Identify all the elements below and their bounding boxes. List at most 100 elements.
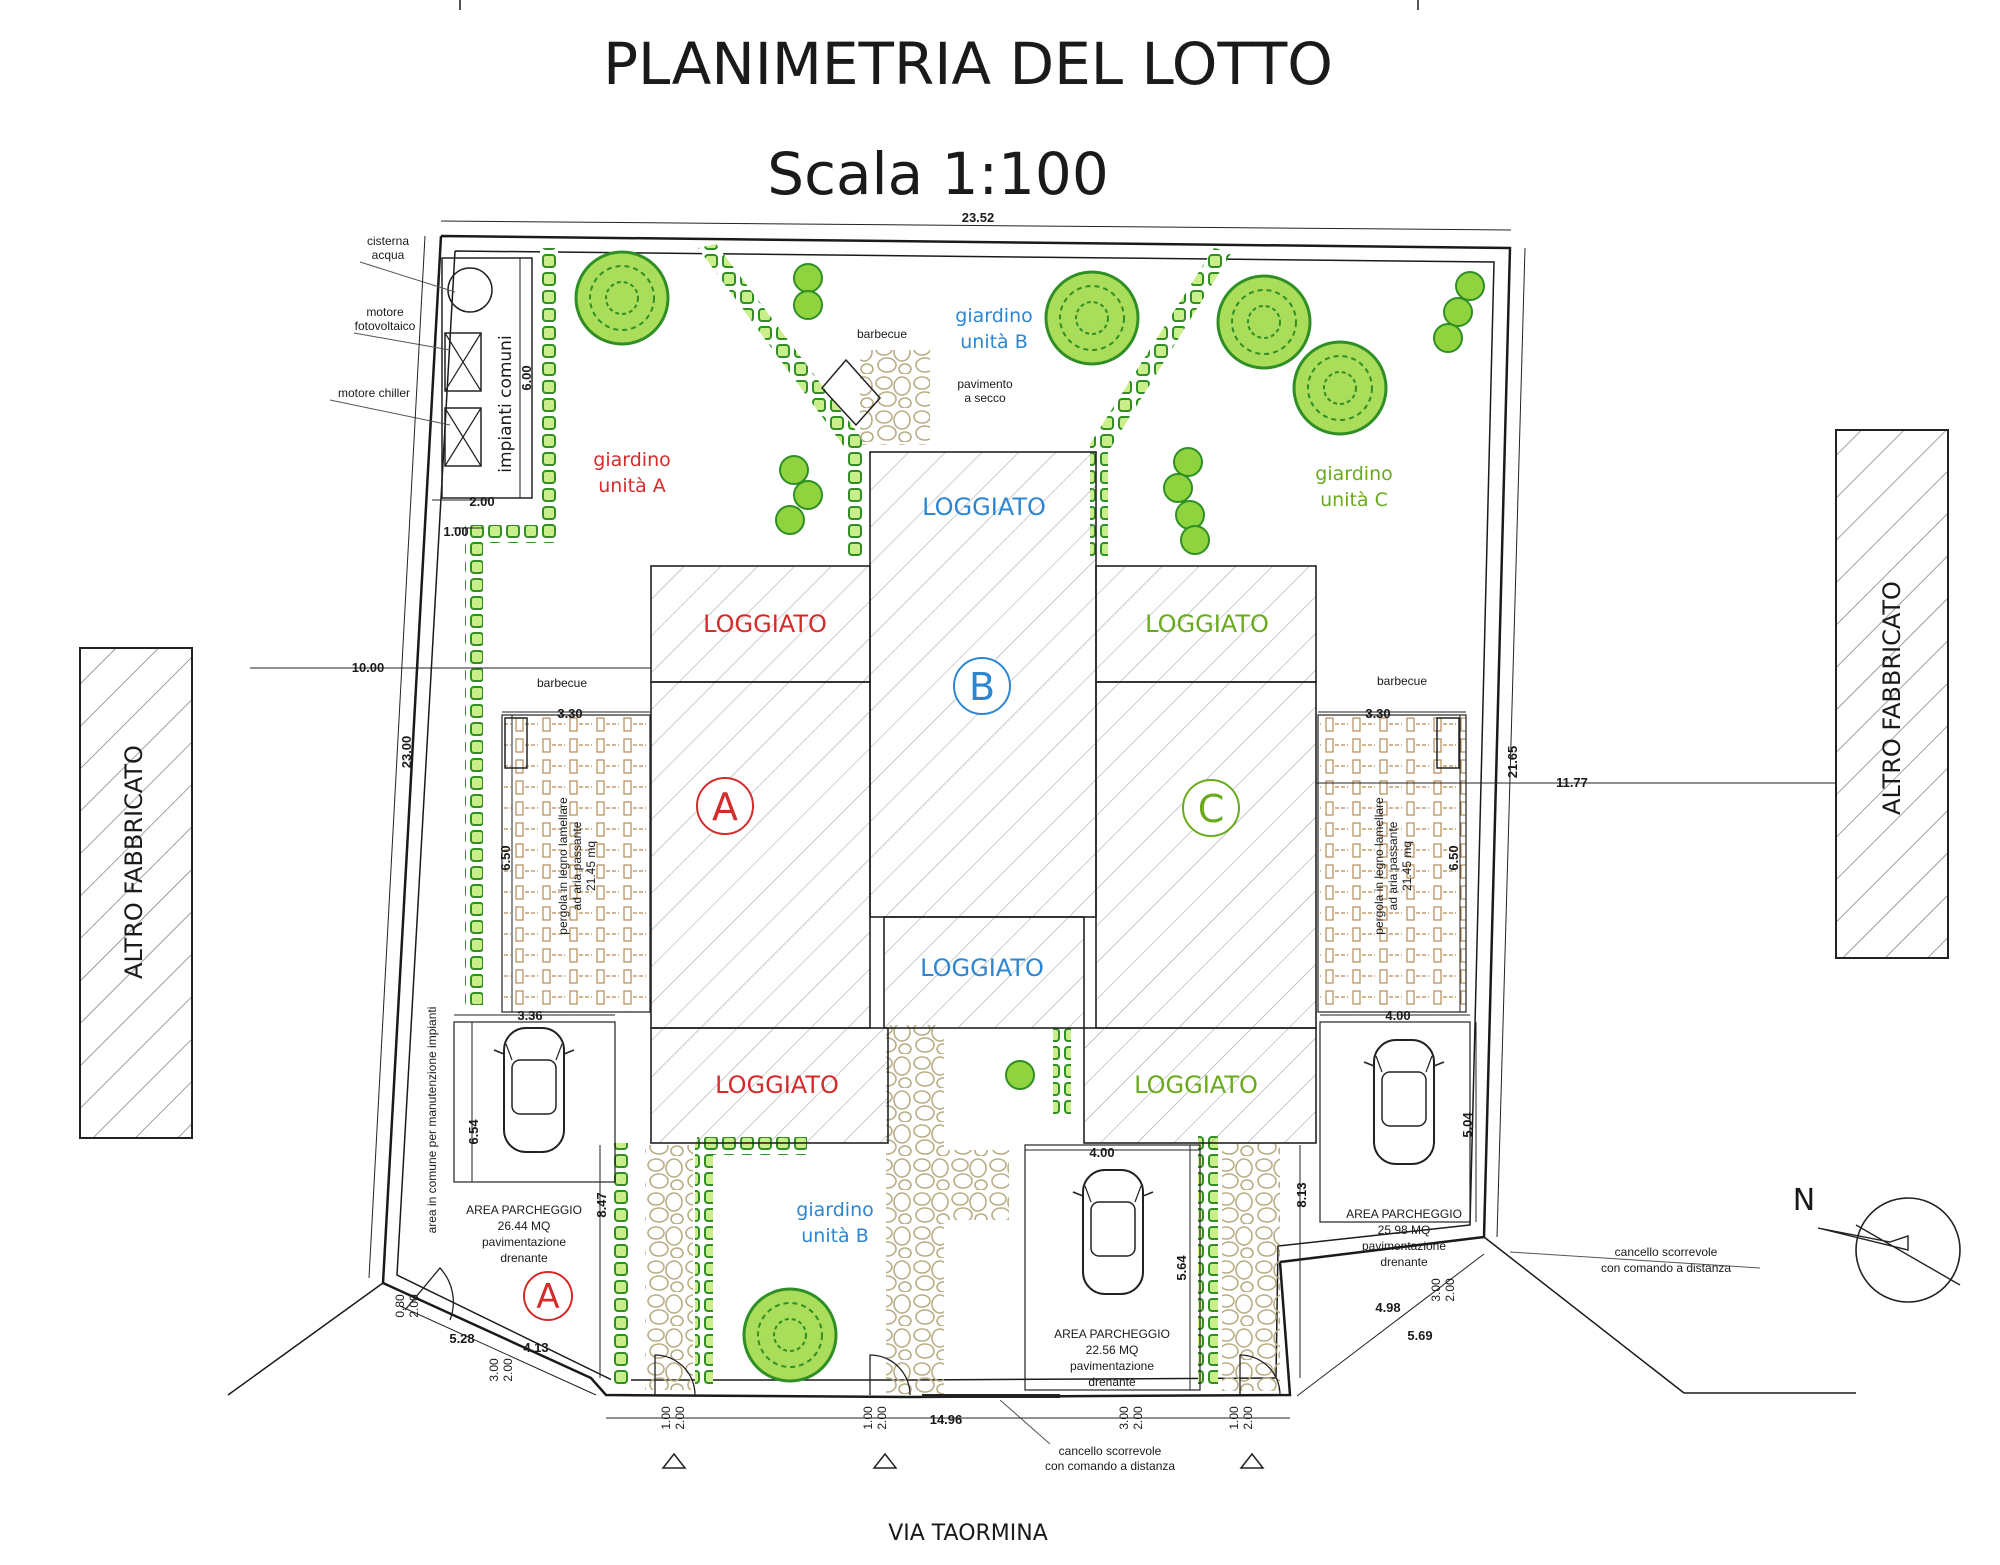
parking-a-unit: A (536, 1277, 559, 1317)
pergola-c-label-1: pergola in legno lamellare (1372, 797, 1386, 935)
shrub-icon (1180, 525, 1210, 555)
dim-gate-b-big: 2.00 (1131, 1406, 1145, 1430)
shrub-icon (775, 505, 805, 535)
garden-b-bottom-label-2: unità B (801, 1225, 869, 1247)
north-label: N (1793, 1183, 1815, 1218)
gate-right-label-1: cancello scorrevole (1615, 1245, 1718, 1259)
dim-gate-a2-small: 3.00 (487, 1358, 501, 1382)
barbecue-a-icon (504, 717, 528, 769)
neighbor-building-right (1835, 429, 1949, 959)
garden-c-label-2: unità C (1320, 489, 1388, 511)
street-name: VIA TAORMINA (888, 1521, 1048, 1546)
dim-door2-big: 2.00 (875, 1406, 889, 1430)
entrance-marker-icon (1239, 1452, 1265, 1469)
shrub-icon (793, 290, 823, 320)
shrub-icon (1163, 473, 1193, 503)
garden-a-label-1: giardino (593, 449, 670, 471)
parking-c (1319, 1021, 1471, 1223)
chiller-label: motore chiller (338, 386, 410, 400)
plan-scale: Scala 1:100 (767, 140, 1109, 208)
door-arc-1 (654, 1354, 696, 1396)
car-icon (493, 1027, 575, 1153)
tree-icon (1292, 340, 1388, 436)
dim-park-c-h: 5.04 (1460, 1112, 1475, 1138)
parking-c-label-2: 25.98 MQ (1378, 1223, 1431, 1237)
dim-park-c-w: 4.00 (1385, 1008, 1410, 1023)
shrub-icon (1443, 297, 1473, 327)
dim-dist-right: 11.77 (1556, 775, 1588, 790)
parking-c-label-1: AREA PARCHEGGIO (1346, 1207, 1462, 1221)
parking-b-label-2: 22.56 MQ (1086, 1343, 1139, 1357)
pergola-a-label-2: ad aria passante (570, 821, 584, 910)
garden-b-bottom-label-1: giardino (796, 1199, 873, 1221)
gate-right-label-2: con comando a distanza (1601, 1261, 1731, 1275)
dim-services-height: 6.00 (519, 365, 534, 390)
unit-c-marker: C (1182, 779, 1240, 837)
garden-a-label-2: unità A (598, 475, 666, 497)
parking-a (453, 1021, 616, 1183)
dim-park-a-diag: 4.13 (523, 1340, 548, 1355)
shrub-icon (1175, 500, 1205, 530)
shrub-icon (1005, 1060, 1035, 1090)
car-icon (1363, 1039, 1445, 1165)
parking-c-label-3: pavimentazione (1362, 1239, 1446, 1253)
cistern-label-2: acqua (372, 248, 405, 262)
dim-door1-small: 1.00 (659, 1406, 673, 1430)
unit-a-letter: A (712, 785, 738, 829)
dry-paving-label-1: pavimento (957, 377, 1013, 391)
cistern-label-1: cisterna (367, 234, 409, 248)
garden-b-top-label-2: unità B (960, 331, 1028, 353)
pv-motor-label-2: fotovoltaico (355, 319, 416, 333)
loggiato-c-bottom: LOGGIATO (1134, 1071, 1258, 1099)
stone-paving (645, 350, 1280, 1395)
garden-b-top-label-1: giardino (955, 305, 1032, 327)
pv-motor-icon (444, 332, 482, 392)
pergola-a-label-1: pergola in legno lamellare (556, 797, 570, 935)
pergola-c-label-2: ad aria passante (1386, 821, 1400, 910)
pv-motor-label-1: motore (366, 305, 404, 319)
loggiato-a-top: LOGGIATO (703, 610, 827, 638)
tree-icon (1216, 274, 1312, 370)
dim-pergola-a-w: 3.30 (557, 706, 582, 721)
shrub-icon (779, 455, 809, 485)
dim-gate-a2-big: 2.00 (501, 1358, 515, 1382)
barbecue-c-icon (1436, 717, 1460, 769)
dimension-lines (250, 220, 1836, 1419)
unit-b-letter: B (969, 665, 995, 709)
dim-door3-big: 2.00 (1241, 1406, 1255, 1430)
dim-park-c-d: 8.13 (1294, 1182, 1309, 1207)
maintenance-area-label: area in comune per manutenzione impianti (425, 1007, 439, 1234)
dim-top: 23.52 (962, 210, 995, 225)
barbecue-a-label: barbecue (537, 676, 587, 690)
dim-services-width: 2.00 (469, 494, 494, 509)
shrub-icon (793, 480, 823, 510)
shrub-icon (793, 263, 823, 293)
dim-gate-a-big: 2.00 (407, 1294, 421, 1318)
dim-gate-c-small: 3.00 (1429, 1278, 1443, 1302)
dim-door1-big: 2.00 (673, 1406, 687, 1430)
unit-b-marker: B (953, 657, 1011, 715)
dim-park-a-h: 6.54 (466, 1119, 481, 1145)
parking-b-label-1: AREA PARCHEGGIO (1054, 1327, 1170, 1341)
dim-front-right: 5.69 (1407, 1328, 1432, 1343)
dim-pergola-c-w: 3.30 (1365, 706, 1390, 721)
shrub-icon (1455, 271, 1485, 301)
dim-pergola-a-h: 6.50 (498, 845, 513, 870)
loggiato-a-bottom: LOGGIATO (715, 1071, 839, 1099)
north-arrow-icon (1817, 1227, 1909, 1251)
hedges (465, 244, 1232, 1387)
neighbor-label-left: ALTRO FABBRICATO (120, 745, 148, 979)
dry-paving-label-2: a secco (964, 391, 1006, 405)
tree-icon (1044, 270, 1140, 366)
parking-b (1024, 1144, 1201, 1391)
parking-b-label-3: pavimentazione (1070, 1359, 1154, 1373)
shrub-icon (1433, 323, 1463, 353)
barbecue-top-icon (820, 358, 882, 427)
pergola-c (1317, 714, 1467, 1013)
dim-park-c-diag: 4.98 (1375, 1300, 1400, 1315)
parking-a-label-4: drenante (500, 1251, 548, 1265)
door-arc-2 (869, 1354, 911, 1396)
dim-gate-c-big: 2.00 (1443, 1278, 1457, 1302)
barbecue-c-label: barbecue (1377, 674, 1427, 688)
unit-a-marker: A (696, 777, 754, 835)
